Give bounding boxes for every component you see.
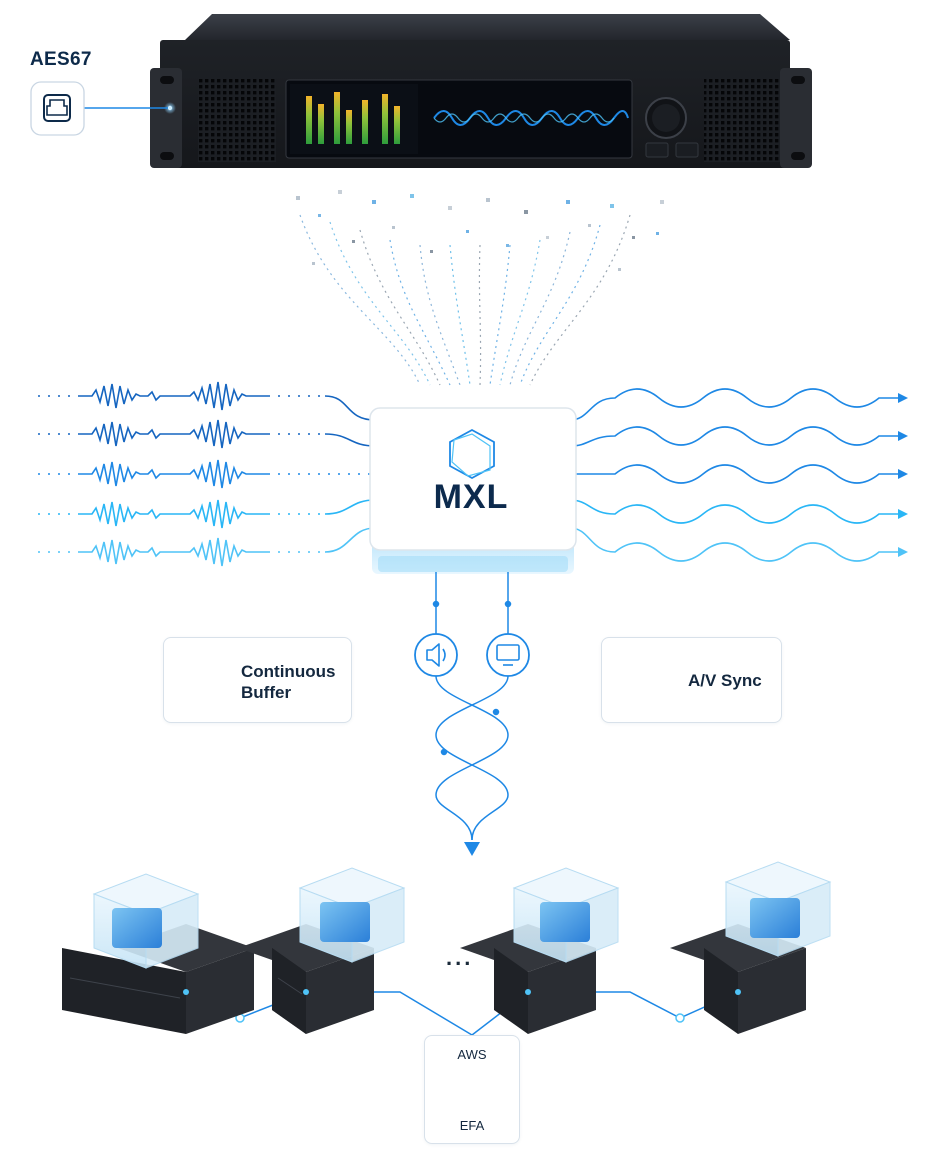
rack-device	[150, 14, 812, 168]
server-node-3	[460, 867, 620, 1034]
hexagon-logo-icon	[449, 428, 495, 480]
ethernet-port-icon	[30, 81, 85, 136]
server-node-4	[670, 861, 832, 1034]
data-stream	[299, 214, 631, 386]
continuous-buffer-card: Continuous Buffer	[163, 637, 352, 723]
efa-label: EFA	[459, 1118, 485, 1133]
more-nodes-ellipsis: ...	[446, 945, 474, 970]
network-links	[185, 991, 739, 1036]
av-sync-card: A/V Sync	[601, 637, 782, 723]
gpu-block-icon	[320, 902, 370, 942]
speaker-icon	[414, 633, 458, 677]
data-particles	[296, 190, 664, 271]
continuous-buffer-line2: Buffer	[241, 683, 292, 702]
aes67-label: AES67	[30, 49, 92, 70]
aws-efa-card: AWS EFA	[424, 1035, 520, 1144]
mxl-block	[369, 407, 577, 574]
server-node-2	[238, 867, 406, 1034]
continuous-buffer-line1: Continuous	[241, 662, 336, 681]
av-sync-label: A/V Sync	[688, 671, 762, 690]
monitor-icon	[486, 633, 530, 677]
server-node-1	[62, 873, 254, 1034]
gpu-block-icon	[540, 902, 590, 942]
mxl-title: MXL	[433, 478, 509, 516]
gpu-block-icon	[112, 908, 162, 948]
mxl-outputs	[432, 572, 512, 856]
input-waveforms	[38, 381, 376, 567]
output-waves	[569, 388, 908, 562]
aws-label: AWS	[457, 1047, 487, 1062]
gpu-block-icon	[750, 898, 800, 938]
